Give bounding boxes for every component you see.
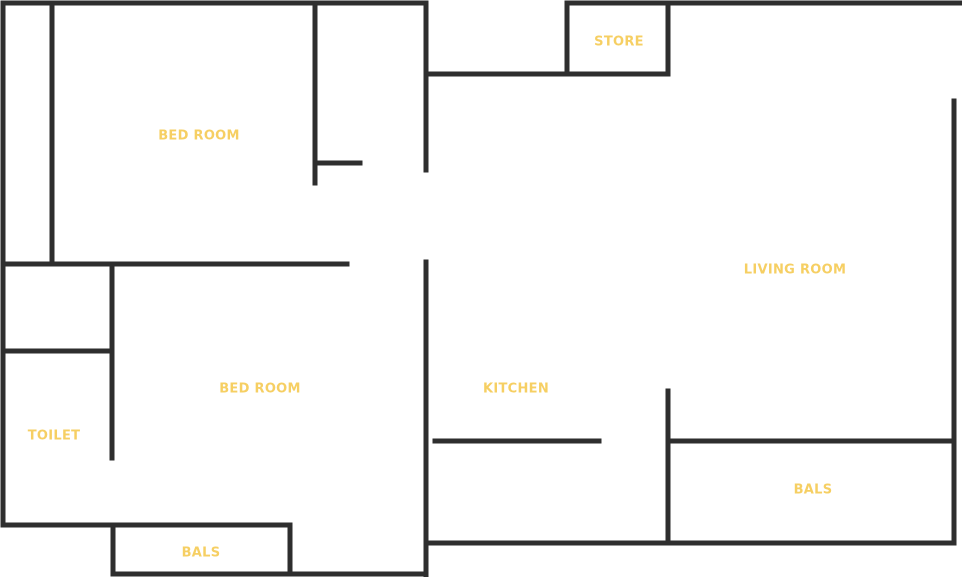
room-label-bals-bottom: BALS (181, 545, 221, 561)
room-label-toilet: TOILET (27, 428, 81, 444)
room-label-store: STORE (594, 34, 644, 50)
room-label-living-room: LIVING ROOM (743, 262, 847, 278)
room-label-kitchen: KITCHEN (482, 381, 550, 397)
room-label-bed-room-top: BED ROOM (158, 128, 240, 144)
room-label-bed-room-bottom: BED ROOM (219, 381, 301, 397)
room-label-bals-right: BALS (793, 482, 833, 498)
